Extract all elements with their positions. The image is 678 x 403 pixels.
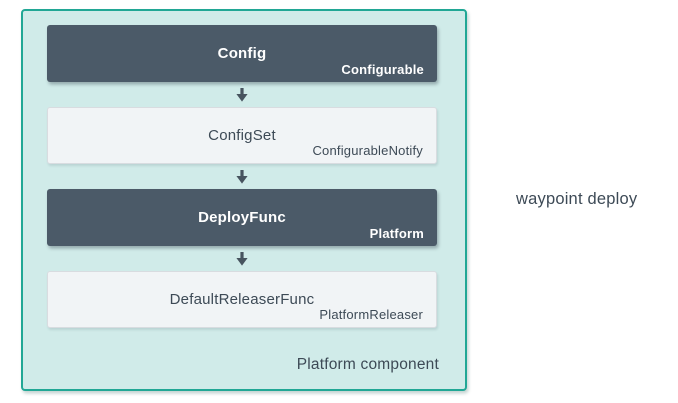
node-title: DeployFunc — [198, 208, 286, 226]
down-arrow-icon — [236, 87, 248, 102]
node-config: Config Configurable — [47, 25, 437, 82]
connector-row — [47, 246, 437, 271]
node-subtitle: Configurable — [341, 62, 424, 77]
node-subtitle: PlatformReleaser — [319, 307, 423, 322]
node-title: DefaultReleaserFunc — [169, 290, 315, 308]
group-label: Platform component — [296, 356, 439, 373]
down-arrow-icon — [236, 251, 248, 266]
connector-row — [47, 164, 437, 189]
node-title: Config — [217, 44, 267, 62]
platform-component-group: Config Configurable ConfigSet Configurab… — [21, 9, 467, 391]
node-deployfunc: DeployFunc Platform — [47, 189, 437, 246]
node-subtitle: Platform — [369, 226, 424, 241]
node-configset: ConfigSet ConfigurableNotify — [47, 107, 437, 164]
node-stack: Config Configurable ConfigSet Configurab… — [47, 25, 437, 328]
node-defaultreleaserfunc: DefaultReleaserFunc PlatformReleaser — [47, 271, 437, 328]
side-label-waypoint-deploy: waypoint deploy — [516, 190, 638, 208]
node-subtitle: ConfigurableNotify — [312, 143, 423, 158]
down-arrow-icon — [236, 169, 248, 184]
connector-row — [47, 82, 437, 107]
node-title: ConfigSet — [208, 126, 276, 144]
